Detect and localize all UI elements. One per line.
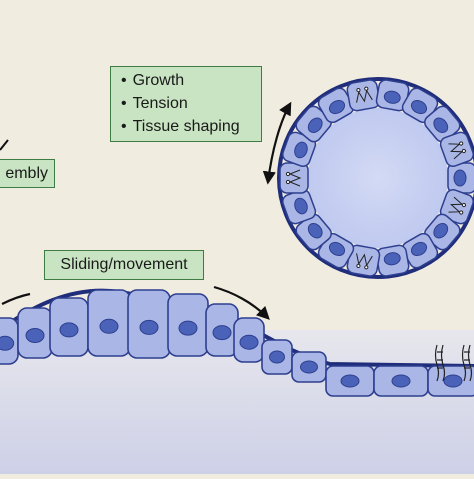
ring-cell [317,87,355,124]
cell-nucleus [212,325,232,341]
ring-cell [439,189,474,225]
ring-cell [424,213,461,251]
sheet-cell [205,303,239,357]
tension-arrow [262,101,292,185]
sheet-cell [233,317,265,363]
cell-nucleus [300,360,318,374]
ring-cell [295,213,332,251]
cell-nucleus [453,169,467,187]
flat-cell-row [261,339,474,397]
process-tissue-shaping: Tissue shaping [121,115,261,138]
cell-nucleus [307,222,323,239]
ring-cell [447,162,474,194]
cell-nucleus [410,99,428,115]
cell-nucleus [239,334,259,350]
sliding-movement-label-box: Sliding/movement [44,250,204,280]
cell-nucleus [25,328,45,343]
process-tension: Tension [121,92,261,115]
cilia-icon [448,196,467,215]
sheet-cell [0,317,19,365]
cell-body [439,131,474,167]
sheet-cell [127,289,171,359]
ring-cell [295,105,332,143]
flat-cell [291,351,327,383]
cell-nucleus [328,99,346,115]
ring-cell [317,232,355,269]
cell-body [279,162,309,194]
flat-cell [325,365,375,397]
growth-tension-shaping-box: Growth Tension Tissue shaping [110,66,262,142]
cilia-icon [448,141,467,160]
assembly-arrow-tail [0,139,9,151]
flat-cell [427,365,474,397]
cell-nucleus [433,117,449,134]
cell-nucleus [433,222,449,239]
ring-cell [439,131,474,167]
sheet-cell [17,307,53,359]
ring-cell [279,162,309,194]
cell-nucleus [328,241,346,257]
ring-cell [346,79,381,112]
cell-nucleus [99,318,119,334]
epithelial-sheet [0,289,265,365]
cell-nucleus [383,90,401,104]
process-list: Growth Tension Tissue shaping [121,69,261,138]
junction-attachments [434,344,473,382]
cell-nucleus [340,374,360,388]
cell-nucleus [294,197,308,215]
sheet-cell [49,297,89,357]
cell-nucleus [269,350,285,364]
cell-nucleus [391,374,411,388]
ring-cell [282,189,317,225]
cell-nucleus [59,322,79,338]
ring-cell [401,232,439,269]
flat-cell [261,339,293,375]
cell-body [346,79,381,112]
sliding-arrow-left [1,292,31,305]
flat-cell [373,365,429,397]
sheet-cell [167,293,209,357]
cell-nucleus [139,319,159,335]
sliding-arrow-right [213,285,270,320]
cell-nucleus [410,241,428,257]
cell-nucleus [294,141,308,159]
cilia-icon [356,86,373,103]
cell-nucleus [178,320,198,336]
ring-cell [375,244,410,277]
cell-nucleus [307,117,323,134]
process-growth: Growth [121,69,261,92]
cilia-icon [356,253,373,270]
cell-nucleus [443,374,463,388]
cell-nucleus [383,252,401,266]
cell-nucleus [0,335,15,351]
sheet-cell [87,289,131,357]
assembly-label-box: embly [0,159,55,188]
sphere-cell-ring [279,79,474,277]
sphere-lumen [308,108,448,248]
